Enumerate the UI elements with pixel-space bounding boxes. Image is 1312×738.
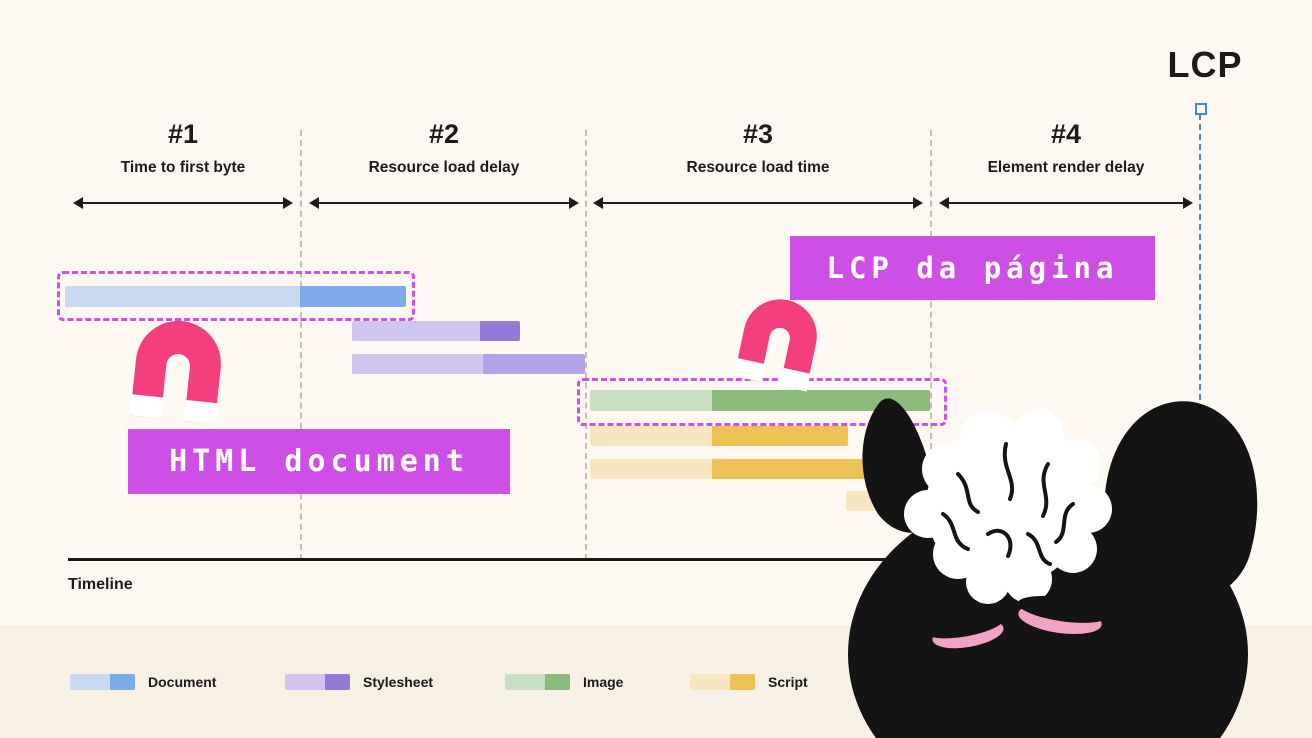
- bar-segment-load: [480, 321, 520, 341]
- phase-4-number: #4: [1050, 119, 1082, 149]
- phase-3-span-arrow: [593, 197, 923, 209]
- magnet-icon: [128, 320, 221, 425]
- phase-2-label: Resource load delay: [368, 159, 520, 176]
- phase-separator-1: [300, 130, 302, 560]
- lcp-marker-icon: [1195, 103, 1207, 115]
- phase-1-span-arrow: [73, 197, 293, 209]
- phase-2-number: #2: [428, 119, 460, 149]
- lcp-marker-line: [1199, 114, 1201, 560]
- phase-1-header: #1 Time to first byte: [70, 118, 296, 214]
- phase-1-label: Time to first byte: [120, 159, 246, 176]
- phase-2-header: #2 Resource load delay: [306, 118, 582, 214]
- legend-item-stylesheet: Stylesheet: [285, 674, 433, 690]
- script-swatch-icon: [690, 674, 755, 690]
- brain-monster-illustration: [848, 398, 1258, 738]
- legend-label-image: Image: [583, 674, 624, 690]
- phase-4-span-arrow: [939, 197, 1193, 209]
- html-document-tag: HTML document: [128, 429, 510, 494]
- timeline-axis: [68, 558, 1244, 561]
- lcp-page-tag: LCP da página: [790, 236, 1155, 300]
- image-highlight-outline: [577, 378, 947, 426]
- resource-bar-script: [590, 426, 848, 446]
- phase-3-number: #3: [742, 119, 774, 149]
- legend-label-stylesheet: Stylesheet: [363, 674, 434, 690]
- bar-segment-load: [483, 354, 585, 374]
- timeline-label: Timeline: [68, 576, 133, 593]
- phase-4-label: Element render delay: [987, 159, 1145, 176]
- bar-segment-delay: [352, 354, 483, 374]
- phase-3-header: #3 Resource load time: [590, 118, 926, 214]
- resource-bar-stylesheet: [352, 354, 585, 374]
- phase-4-header: #4 Element render delay: [936, 118, 1196, 214]
- bar-segment-delay: [590, 459, 712, 479]
- legend-item-image: Image: [505, 674, 623, 690]
- document-swatch-icon: [70, 674, 135, 690]
- phase-1-number: #1: [167, 119, 199, 149]
- bar-segment-delay: [65, 286, 300, 307]
- bar-segment-delay: [590, 390, 712, 411]
- legend-label-document: Document: [148, 674, 217, 690]
- bar-segment-delay: [352, 321, 480, 341]
- stylesheet-swatch-icon: [285, 674, 350, 690]
- phase-separator-3: [930, 130, 932, 560]
- image-swatch-icon: [505, 674, 570, 690]
- resource-bar-document: [65, 286, 406, 307]
- legend-item-document: Document: [70, 674, 216, 690]
- resource-bar-stylesheet: [352, 321, 520, 341]
- bar-segment-load: [712, 390, 930, 411]
- phase-2-span-arrow: [309, 197, 579, 209]
- bar-segment-delay: [590, 426, 712, 446]
- document-highlight-outline: [57, 271, 415, 321]
- lcp-title: LCP: [1167, 44, 1243, 85]
- legend-label-script: Script: [768, 674, 808, 690]
- magnet-icon: [733, 299, 817, 392]
- phase-3-label: Resource load time: [686, 159, 830, 176]
- bar-segment-load: [300, 286, 406, 307]
- legend-item-script: Script: [690, 674, 808, 690]
- bar-segment-load: [712, 426, 848, 446]
- resource-bar-image: [590, 390, 930, 411]
- angry-eyes-icon: [925, 595, 1109, 649]
- phase-separator-2: [585, 130, 587, 560]
